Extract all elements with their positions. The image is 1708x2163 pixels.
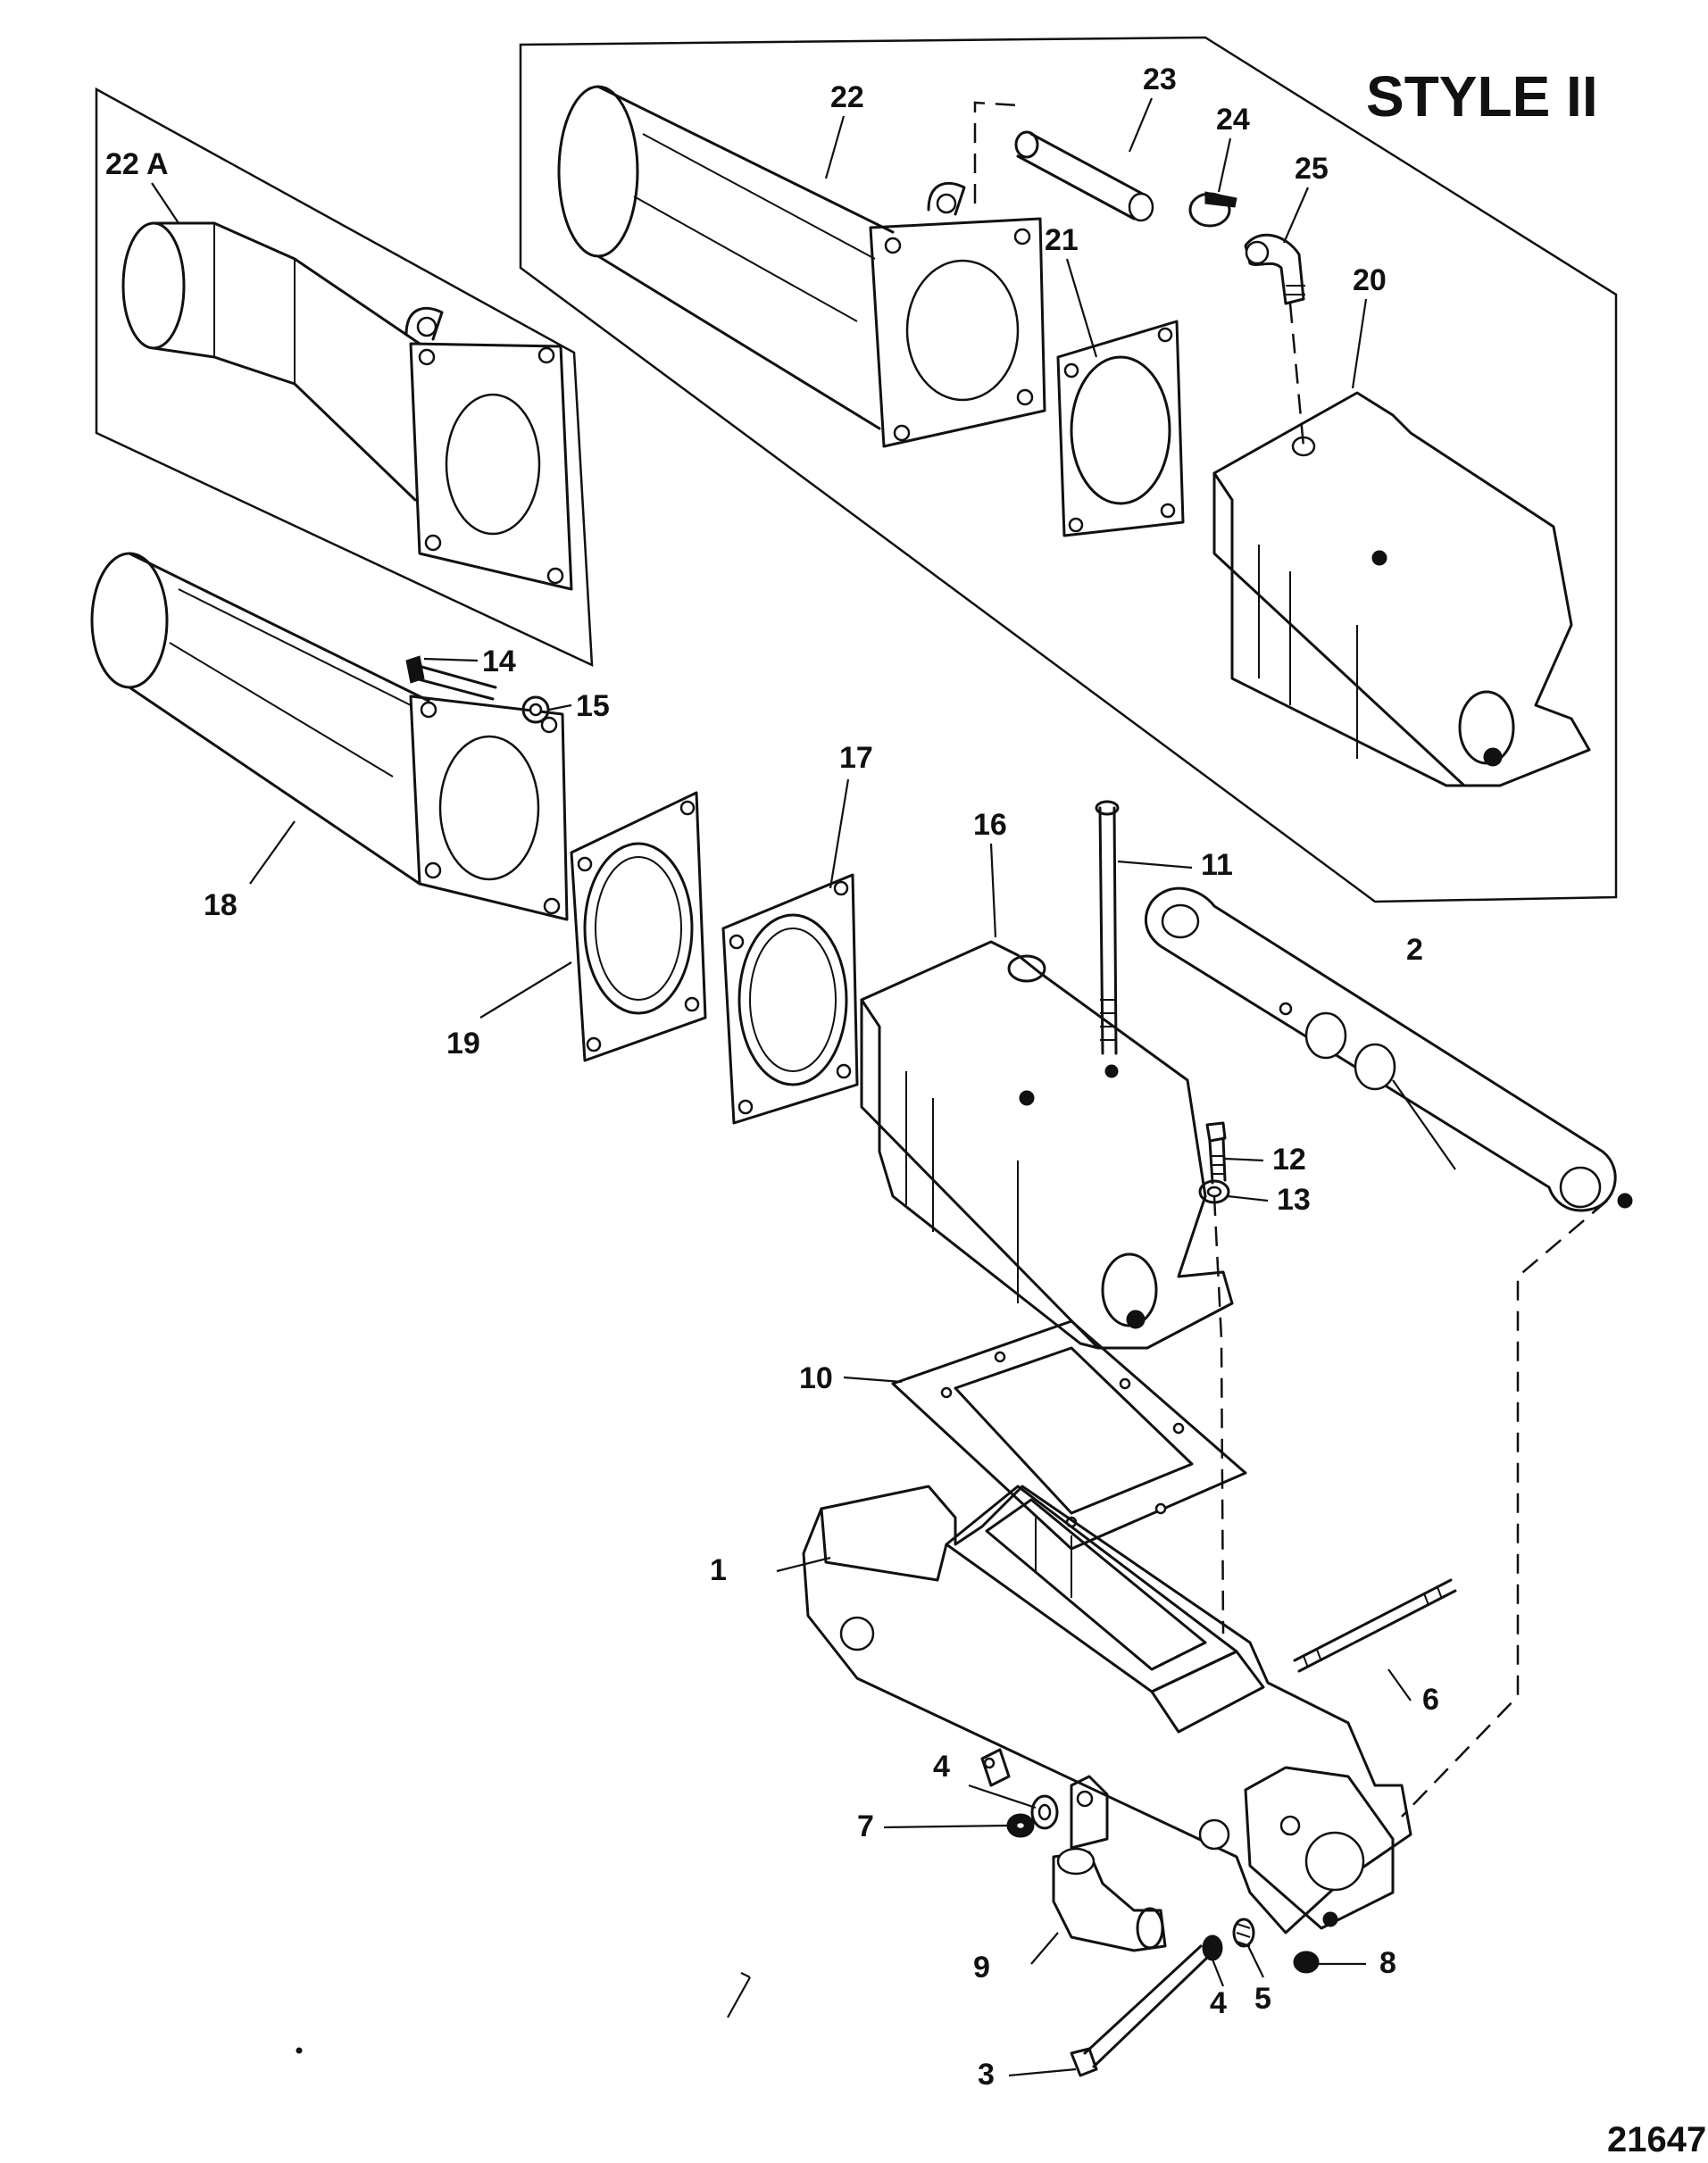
callout-9: 9 (973, 1951, 990, 1984)
callout-25: 25 (1295, 152, 1329, 186)
callout-17: 17 (839, 741, 873, 775)
tailpipe-22 (557, 85, 1046, 448)
gasket-19 (570, 791, 707, 1062)
style-ii-panel: STYLE II (519, 36, 1618, 903)
callout-1: 1 (710, 1553, 727, 1587)
washer-4-lower (1202, 1934, 1223, 1961)
tailpipe-18 (90, 552, 569, 921)
stud-6 (1293, 1578, 1457, 1673)
callout-7: 7 (857, 1809, 874, 1843)
stray-mark (296, 2047, 303, 2054)
callout-leaders (151, 97, 1456, 2077)
callout-10: 10 (799, 1361, 833, 1395)
style-ii-title: STYLE II (1366, 64, 1598, 129)
exhaust-manifold-1 (802, 1485, 1412, 1934)
washer-15 (521, 695, 550, 724)
callout-12: 12 (1272, 1143, 1306, 1177)
callout-20: 20 (1353, 263, 1387, 297)
callout-8: 8 (1379, 1946, 1396, 1980)
callout-4-lower: 4 (1210, 1986, 1227, 2020)
washer-4-upper (1030, 1794, 1059, 1830)
callout-11: 11 (1201, 848, 1233, 882)
elbow-fitting-9 (1052, 1847, 1167, 1952)
callout-16: 16 (973, 808, 1007, 842)
screw-12 (1205, 1121, 1227, 1185)
callout-18: 18 (204, 888, 237, 922)
part-22a-panel (95, 87, 594, 668)
gasket-10 (891, 1319, 1247, 1551)
callout-3: 3 (978, 2058, 995, 2092)
nut-7 (1006, 1813, 1035, 1838)
callout-21: 21 (1045, 223, 1079, 257)
callout-23: 23 (1143, 62, 1177, 96)
callout-labels: 1 2 3 4 4 5 6 7 8 9 10 11 12 13 14 15 16… (105, 62, 1439, 2092)
exhaust-elbow-20 (1212, 391, 1591, 787)
callout-6: 6 (1422, 1683, 1439, 1717)
exhaust-elbow-16 (860, 940, 1234, 1350)
assembly-lines (973, 101, 1608, 1818)
elbow-fitting-25 (1244, 233, 1305, 305)
callout-24: 24 (1216, 103, 1250, 137)
callout-14: 14 (482, 645, 516, 678)
callout-22: 22 (830, 80, 864, 114)
bolt-3 (1070, 1944, 1209, 2077)
figure-number: 21647 (1607, 2120, 1706, 2159)
nut-8 (1293, 1951, 1320, 1974)
gasket-17 (721, 873, 859, 1125)
hose-23 (1014, 130, 1154, 222)
gasket-2 (1144, 886, 1633, 1212)
tailpipe-22a (121, 221, 573, 591)
clamp-24 (1188, 191, 1237, 228)
callout-22a: 22 A (105, 147, 169, 181)
callout-5: 5 (1254, 1982, 1271, 2016)
spring-5 (1232, 1918, 1255, 1948)
screw-14 (405, 655, 497, 701)
callout-19: 19 (446, 1027, 480, 1061)
callout-2: 2 (1406, 933, 1423, 967)
gasket-21 (1056, 320, 1185, 537)
stud-11 (1095, 800, 1120, 1055)
callout-4-upper: 4 (933, 1750, 950, 1784)
callout-15: 15 (576, 689, 610, 723)
callout-13: 13 (1277, 1183, 1311, 1217)
